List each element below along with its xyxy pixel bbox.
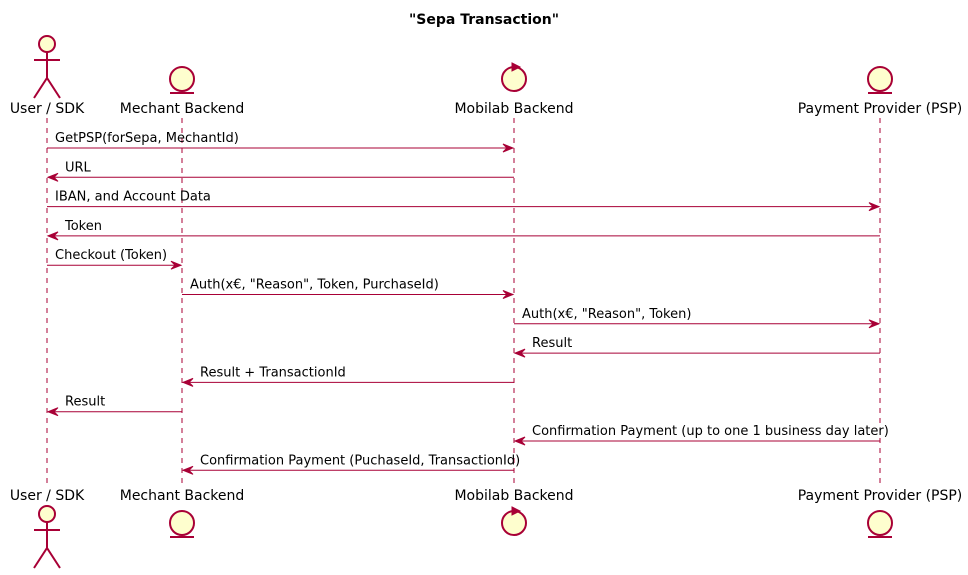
message-label: Auth(x€, "Reason", Token, PurchaseId) — [190, 278, 439, 293]
message-label: Result — [65, 395, 105, 410]
message-arrowhead-icon — [513, 348, 526, 358]
participant-user-top-actor-legs — [33, 76, 61, 99]
participant-psp-bottom-entity-icon — [867, 510, 893, 536]
message-11: Confirmation Payment (up to one 1 busine… — [513, 424, 889, 446]
message-5: Checkout (Token) — [47, 248, 183, 270]
message-arrowhead-icon — [170, 260, 183, 270]
message-7: Auth(x€, "Reason", Token) — [514, 307, 881, 329]
participant-user-name-bottom: User / SDK — [10, 488, 85, 504]
message-8: Result — [513, 336, 880, 358]
message-9: Result + TransactionId — [181, 365, 514, 387]
participant-mobilab-name-bottom: Mobilab Backend — [454, 488, 573, 504]
message-arrowhead-icon — [181, 377, 194, 387]
participant-psp-top: Payment Provider (PSP) — [798, 66, 963, 117]
participant-merchant-bottom-entity-icon — [169, 510, 195, 536]
message-10: Result — [46, 395, 182, 417]
message-label: Auth(x€, "Reason", Token) — [522, 307, 691, 322]
message-arrowhead-icon — [502, 290, 515, 299]
participant-mobilab-bottom-control-icon — [501, 510, 527, 536]
message-arrowhead-icon — [181, 465, 194, 475]
message-label: Result + TransactionId — [200, 365, 346, 380]
participant-merchant-bottom: Mechant Backend — [120, 488, 245, 538]
participant-psp-top-entity-icon — [867, 66, 893, 92]
message-arrowhead-icon — [46, 407, 59, 417]
message-label: Checkout (Token) — [55, 248, 167, 263]
participant-mobilab-bottom-control-arrow-icon — [511, 506, 522, 516]
participant-user-bottom-actor-head — [38, 505, 56, 523]
message-1: GetPSP(forSepa, MechantId) — [47, 131, 515, 153]
message-label: Confirmation Payment (up to one 1 busine… — [532, 424, 889, 439]
message-3: IBAN, and Account Data — [47, 190, 881, 212]
message-label: IBAN, and Account Data — [55, 190, 211, 205]
diagram-title: "Sepa Transaction" — [409, 12, 559, 28]
message-arrowhead-icon — [868, 202, 881, 212]
participant-user-name-top: User / SDK — [10, 101, 85, 117]
participant-mobilab-name-top: Mobilab Backend — [454, 101, 573, 117]
message-label: URL — [65, 160, 92, 175]
messages: GetPSP(forSepa, MechantId) URL IBAN, and A… — [46, 131, 889, 475]
message-label: Result — [532, 336, 572, 351]
participant-merchant-name-bottom: Mechant Backend — [120, 488, 245, 504]
message-arrowhead-icon — [502, 143, 515, 153]
message-2: URL — [46, 160, 514, 182]
message-arrowhead-icon — [868, 319, 881, 329]
participant-psp-bottom: Payment Provider (PSP) — [798, 488, 963, 538]
participant-user-bottom-actor-legs — [33, 546, 61, 569]
message-12: Confirmation Payment (PuchaseId, Transac… — [181, 453, 520, 475]
message-6: Auth(x€, "Reason", Token, PurchaseId) — [182, 278, 515, 299]
message-label: Token — [64, 219, 102, 234]
participant-user-bottom: User / SDK — [10, 488, 85, 569]
message-label: GetPSP(forSepa, MechantId) — [55, 131, 239, 146]
participant-mobilab-bottom: Mobilab Backend — [454, 488, 574, 536]
message-arrowhead-icon — [46, 172, 59, 182]
message-arrowhead-icon — [513, 436, 526, 446]
participant-mobilab-top-control-arrow-icon — [511, 62, 522, 72]
participant-mobilab-top: Mobilab Backend — [454, 62, 574, 117]
participant-psp-name-top: Payment Provider (PSP) — [798, 101, 963, 117]
message-4: Token — [46, 219, 880, 241]
participant-user-top-actor-head — [38, 35, 56, 53]
participant-merchant-top: Mechant Backend — [120, 66, 245, 117]
participant-merchant-top-entity-icon — [169, 66, 195, 92]
participant-psp-name-bottom: Payment Provider (PSP) — [798, 488, 963, 504]
lifelines — [46, 118, 881, 483]
participant-merchant-name-top: Mechant Backend — [120, 101, 245, 117]
message-arrowhead-icon — [46, 231, 59, 241]
participant-user-top: User / SDK — [10, 35, 85, 117]
participant-mobilab-top-control-icon — [501, 66, 527, 92]
message-label: Confirmation Payment (PuchaseId, Transac… — [200, 453, 520, 468]
